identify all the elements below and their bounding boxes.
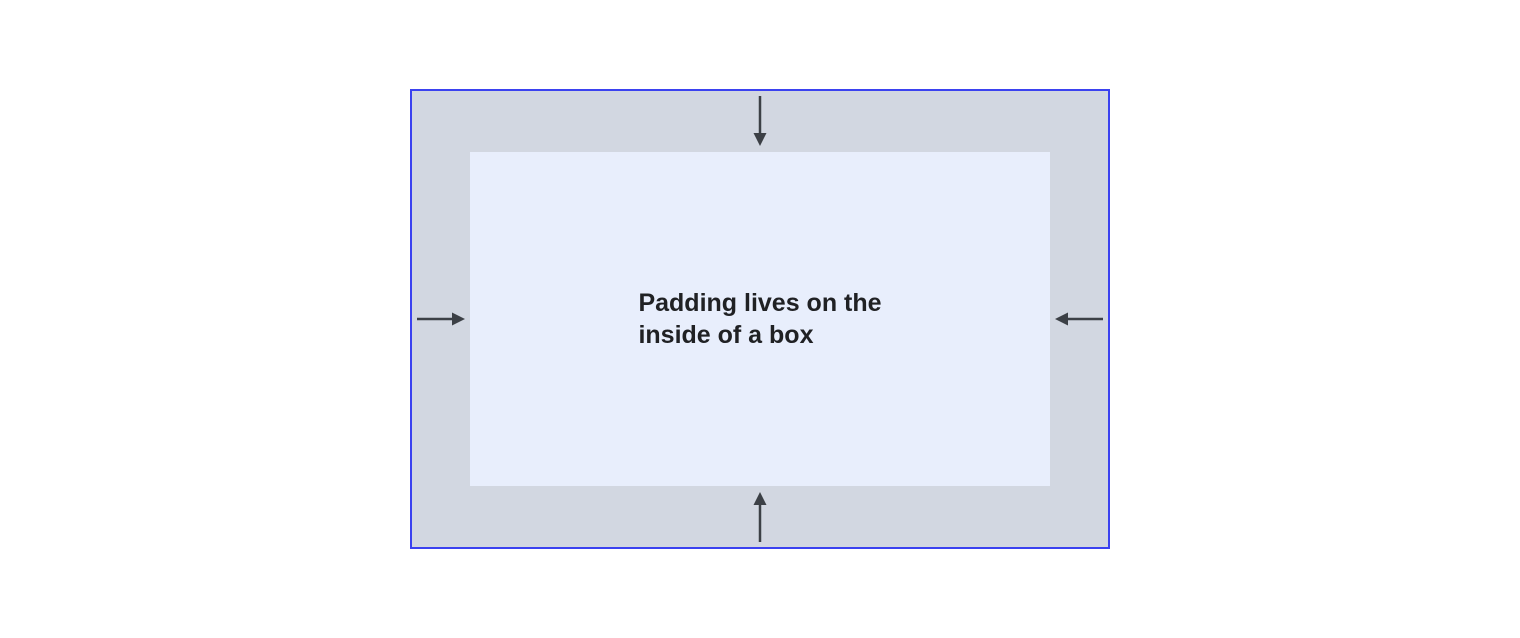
arrow-up-icon	[753, 492, 767, 542]
padding-label-line-1: Padding lives on the	[638, 289, 882, 317]
padding-diagram-box: Padding lives on the inside of a box	[410, 89, 1110, 549]
arrow-left-icon	[1055, 312, 1103, 326]
arrow-down-icon	[753, 96, 767, 146]
padding-label: Padding lives on the inside of a box	[638, 287, 881, 351]
content-box: Padding lives on the inside of a box	[470, 152, 1050, 486]
padding-label-line-2: inside of a box	[638, 321, 814, 349]
arrow-right-icon	[417, 312, 465, 326]
